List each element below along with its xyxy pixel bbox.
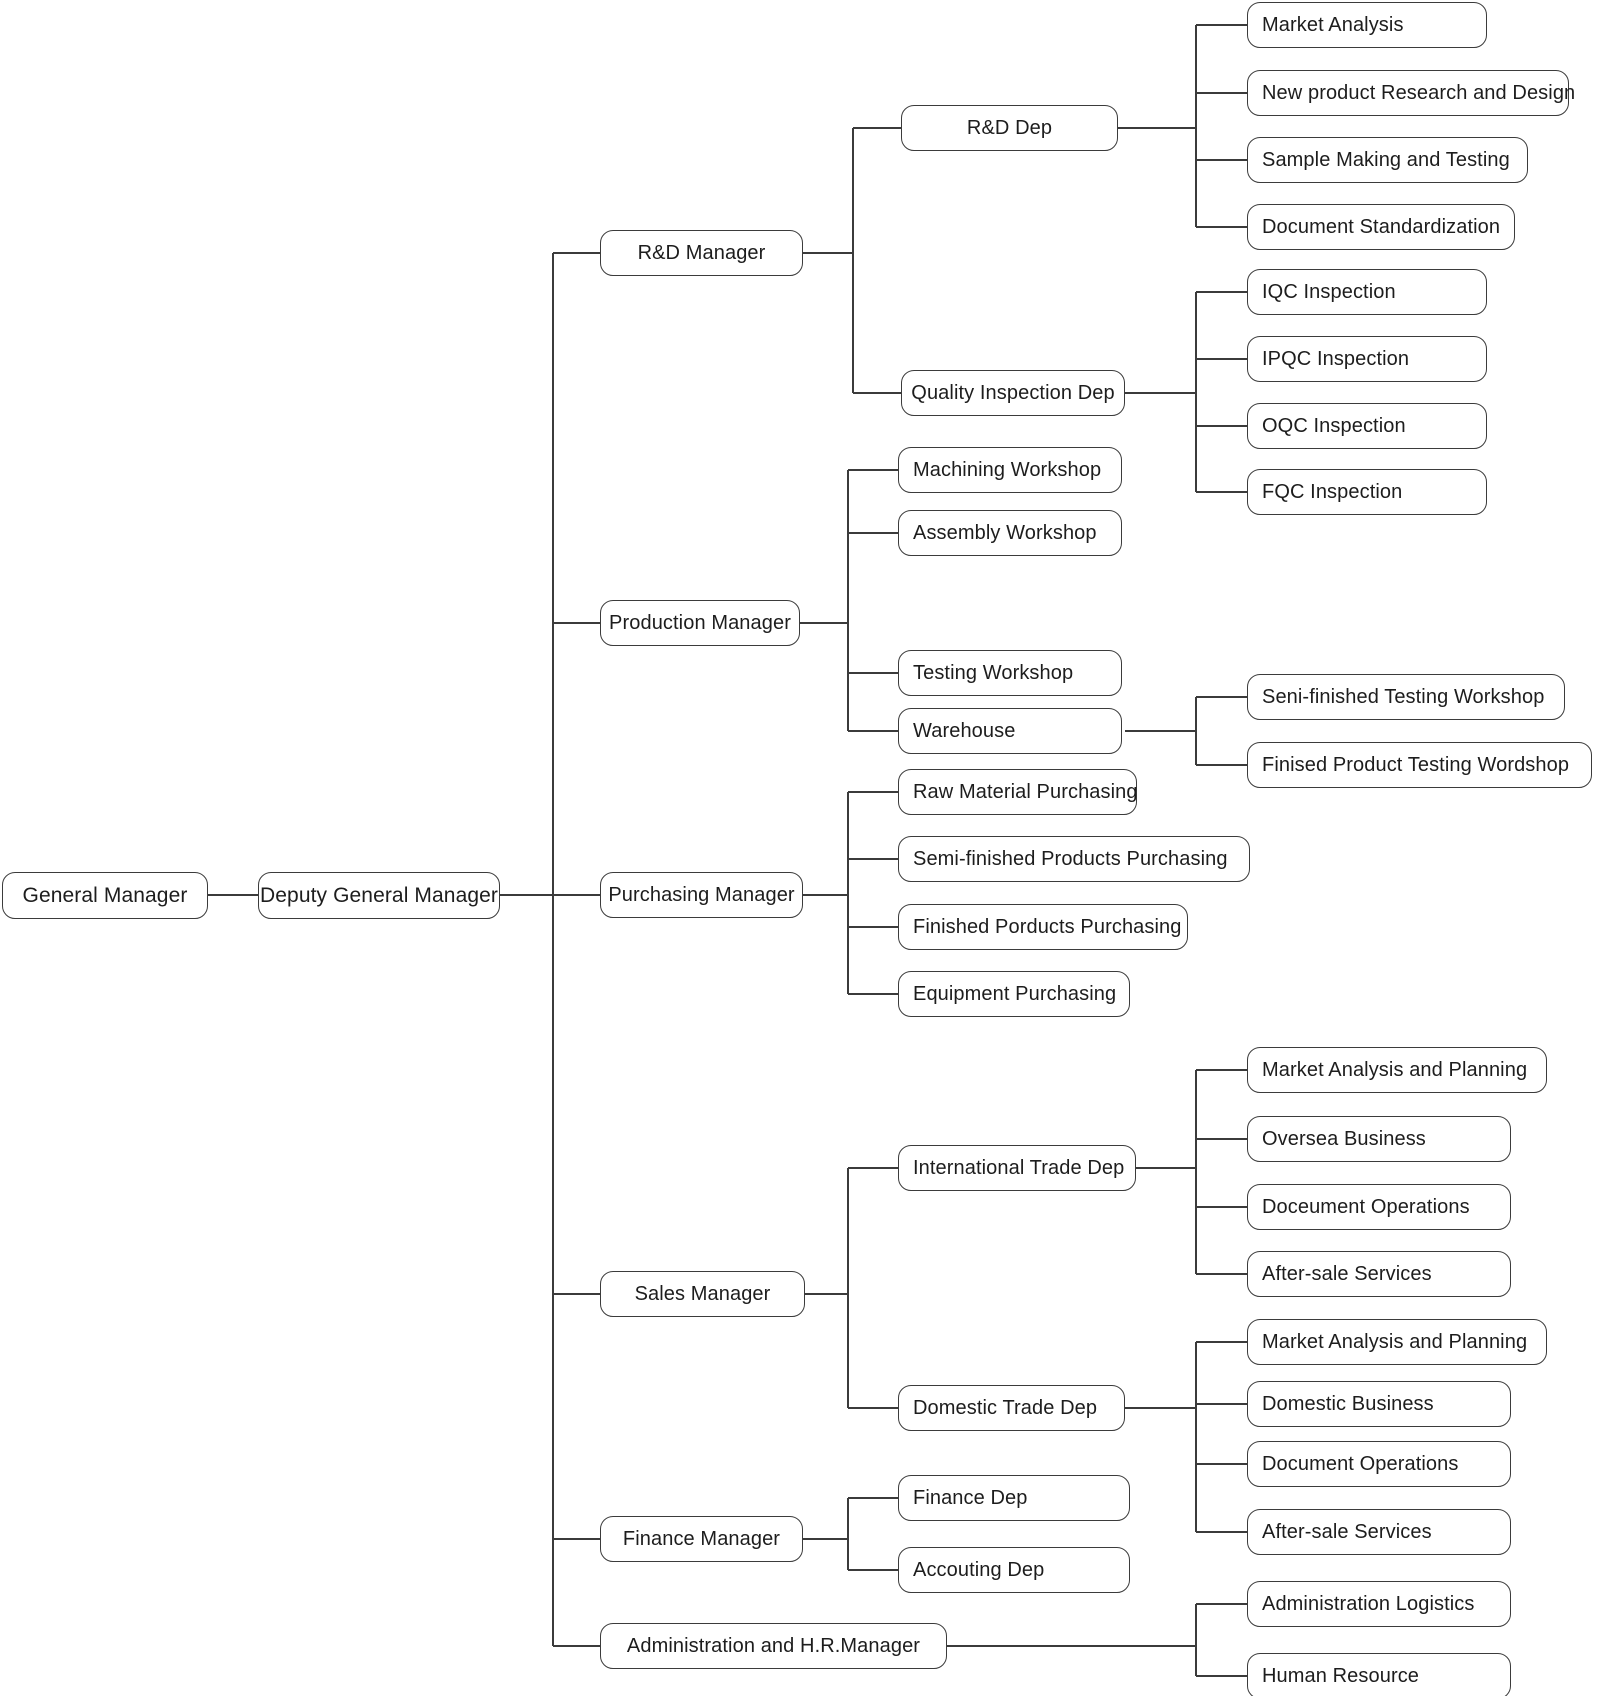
node-domestic-trade-dep[interactable]: Domestic Trade Dep [898,1385,1125,1431]
node-accouting-dep[interactable]: Accouting Dep [898,1547,1130,1593]
node-label: Human Resource [1262,1664,1420,1687]
node-production-manager[interactable]: Production Manager [600,600,800,646]
node-label: Administration and H.R.Manager [626,1634,921,1657]
node-label: Quality Inspection Dep [911,381,1115,404]
node-label: Purchasing Manager [608,883,795,906]
node-rd-dep[interactable]: R&D Dep [901,105,1118,151]
node-intl-market-analysis-and-planning[interactable]: Market Analysis and Planning [1247,1047,1547,1093]
node-new-product-research-and-design[interactable]: New product Research and Design [1247,70,1575,116]
node-deputy-general-manager[interactable]: Deputy General Manager [258,872,500,919]
node-document-standardization[interactable]: Document Standardization [1247,204,1515,250]
node-machining-workshop[interactable]: Machining Workshop [898,447,1122,493]
node-label: Finance Dep [913,1486,1028,1509]
node-finised-product-testing-wordshop[interactable]: Finised Product Testing Wordshop [1247,742,1592,788]
node-label: After-sale Services [1262,1262,1432,1285]
node-label: Oversea Business [1262,1127,1426,1150]
node-label: Semi-finished Products Purchasing [913,847,1228,870]
node-label: Testing Workshop [913,661,1074,684]
node-label: Market Analysis and Planning [1262,1058,1528,1081]
node-domestic-business[interactable]: Domestic Business [1247,1381,1511,1427]
node-sales-manager[interactable]: Sales Manager [600,1271,805,1317]
node-label: R&D Manager [637,241,766,264]
node-label: Finised Product Testing Wordshop [1262,753,1570,776]
node-seni-finished-testing-workshop[interactable]: Seni-finished Testing Workshop [1247,674,1565,720]
node-international-trade-dep[interactable]: International Trade Dep [898,1145,1136,1191]
node-oversea-business[interactable]: Oversea Business [1247,1116,1511,1162]
node-dom-after-sale-services[interactable]: After-sale Services [1247,1509,1511,1555]
node-administration-logistics[interactable]: Administration Logistics [1247,1581,1511,1627]
node-general-manager[interactable]: General Manager [2,872,208,919]
node-label: After-sale Services [1262,1520,1432,1543]
node-equipment-purchasing[interactable]: Equipment Purchasing [898,971,1130,1017]
node-label: Assembly Workshop [913,521,1097,544]
node-label: Market Analysis and Planning [1262,1330,1528,1353]
node-label: Deputy General Manager [260,883,498,907]
node-finance-manager[interactable]: Finance Manager [600,1516,803,1562]
node-raw-material-purchasing[interactable]: Raw Material Purchasing [898,769,1138,815]
node-warehouse[interactable]: Warehouse [898,708,1122,754]
node-label: Domestic Business [1262,1392,1434,1415]
node-finance-dep[interactable]: Finance Dep [898,1475,1130,1521]
node-intl-after-sale-services[interactable]: After-sale Services [1247,1251,1511,1297]
node-label: OQC Inspection [1262,414,1406,437]
node-ipqc-inspection[interactable]: IPQC Inspection [1247,336,1487,382]
node-sample-making-and-testing[interactable]: Sample Making and Testing [1247,137,1528,183]
node-label: Equipment Purchasing [913,982,1117,1005]
node-label: Production Manager [609,611,791,634]
node-rd-manager[interactable]: R&D Manager [600,230,803,276]
node-human-resource[interactable]: Human Resource [1247,1653,1511,1696]
node-label: Warehouse [913,719,1016,742]
node-label: New product Research and Design [1262,81,1576,104]
node-label: International Trade Dep [913,1156,1125,1179]
node-label: Finance Manager [622,1527,781,1550]
node-label: Sample Making and Testing [1262,148,1510,171]
node-label: Sales Manager [634,1282,771,1305]
node-label: Machining Workshop [913,458,1102,481]
node-label: Doceument Operations [1262,1195,1470,1218]
node-oqc-inspection[interactable]: OQC Inspection [1247,403,1487,449]
node-dom-document-operations[interactable]: Document Operations [1247,1441,1511,1487]
node-label: General Manager [22,883,188,907]
node-label: Domestic Trade Dep [913,1396,1098,1419]
node-label: Document Operations [1262,1452,1459,1475]
node-iqc-inspection[interactable]: IQC Inspection [1247,269,1487,315]
node-label: Administration Logistics [1262,1592,1475,1615]
node-fqc-inspection[interactable]: FQC Inspection [1247,469,1487,515]
node-label: Seni-finished Testing Workshop [1262,685,1545,708]
node-label: IQC Inspection [1262,280,1396,303]
node-doceument-operations[interactable]: Doceument Operations [1247,1184,1511,1230]
node-label: Market Analysis [1262,13,1404,36]
node-label: Raw Material Purchasing [913,780,1138,803]
node-testing-workshop[interactable]: Testing Workshop [898,650,1122,696]
node-dom-market-analysis-and-planning[interactable]: Market Analysis and Planning [1247,1319,1547,1365]
node-label: IPQC Inspection [1262,347,1410,370]
node-semi-finished-products-purchasing[interactable]: Semi-finished Products Purchasing [898,836,1250,882]
node-label: Accouting Dep [913,1558,1045,1581]
node-admin-hr-manager[interactable]: Administration and H.R.Manager [600,1623,947,1669]
node-label: R&D Dep [966,116,1053,139]
node-assembly-workshop[interactable]: Assembly Workshop [898,510,1122,556]
node-label: Finished Porducts Purchasing [913,915,1182,938]
node-label: Document Standardization [1262,215,1501,238]
node-finished-porducts-purchasing[interactable]: Finished Porducts Purchasing [898,904,1188,950]
node-market-analysis[interactable]: Market Analysis [1247,2,1487,48]
node-label: FQC Inspection [1262,480,1403,503]
node-purchasing-manager[interactable]: Purchasing Manager [600,872,803,918]
node-quality-inspection-dep[interactable]: Quality Inspection Dep [901,370,1125,416]
